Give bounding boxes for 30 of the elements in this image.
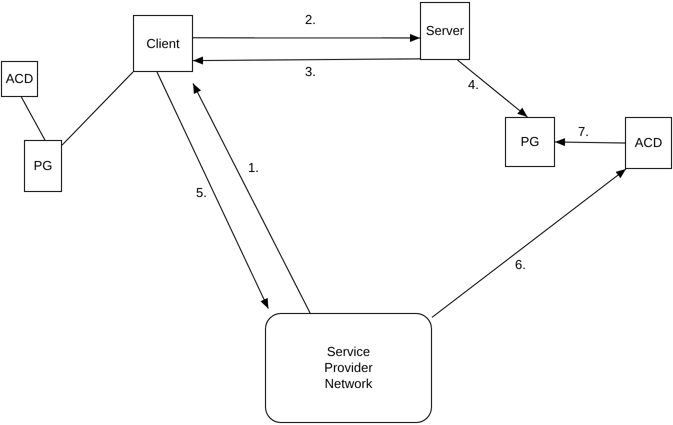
edge-label: 2. [305, 12, 316, 28]
arrow [554, 138, 626, 146]
component-box [133, 15, 193, 72]
connector-line [20, 96, 46, 140]
arrow [192, 34, 420, 42]
arrow [192, 56, 420, 65]
arrow [192, 82, 311, 314]
node-label: ACD [634, 135, 662, 151]
component-box [420, 2, 470, 60]
edge-label: 3. [305, 64, 316, 80]
node-label: Service Provider Network [323, 344, 374, 392]
edge-label: 4. [468, 77, 479, 93]
node-label: PG [34, 158, 52, 174]
network-box [265, 313, 432, 423]
node-label: Client [146, 36, 180, 52]
component-box [625, 117, 672, 169]
node-label: ACD [6, 71, 34, 87]
edge-label: 1. [248, 160, 259, 176]
arrow [156, 72, 269, 310]
node-label: Server [426, 23, 464, 39]
edge-label: 6. [515, 257, 526, 273]
edge-label: 7. [578, 124, 589, 140]
component-box [505, 117, 555, 167]
component-box [1, 61, 38, 97]
edge-label: 5. [196, 185, 207, 201]
component-box [24, 140, 62, 192]
connector-line [62, 72, 134, 146]
arrow [432, 168, 626, 318]
node-label: PG [520, 134, 540, 150]
arrow [457, 60, 528, 118]
